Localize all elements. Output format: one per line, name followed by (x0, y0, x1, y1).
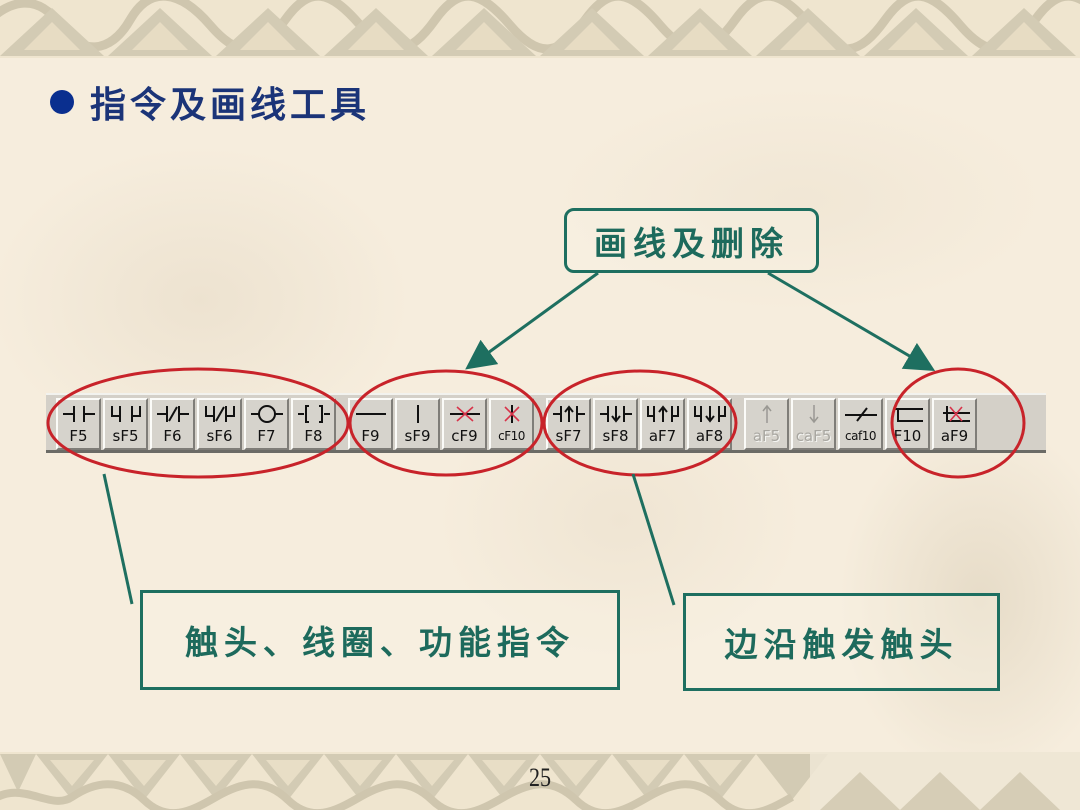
button-cf10-delete-vertical-line[interactable]: cF10 (489, 398, 534, 450)
rising-edge-contact-icon (549, 402, 589, 426)
horizontal-line-icon (351, 402, 391, 426)
parallel-normally-open-contact-icon (106, 402, 146, 426)
invert-operation-icon (841, 402, 881, 426)
delete-drawn-line-icon (935, 402, 975, 426)
button-cf9-delete-horizontal-line[interactable]: cF9 (442, 398, 487, 450)
button-caf5-falling-pulse[interactable]: caF5 (791, 398, 836, 450)
slide-title: 指令及画线工具 (90, 84, 371, 126)
normally-open-contact-icon (59, 402, 99, 426)
parallel-rising-edge-contact-icon (643, 402, 683, 426)
button-f9-horizontal-line[interactable]: F9 (348, 398, 393, 450)
button-sf9-vertical-line[interactable]: sF9 (395, 398, 440, 450)
button-f10-draw-line[interactable]: F10 (885, 398, 930, 450)
button-af7-parallel-rising-edge[interactable]: aF7 (640, 398, 685, 450)
page-number: 25 (528, 763, 552, 792)
parallel-normally-closed-contact-icon (200, 402, 240, 426)
button-f7-coil[interactable]: F7 (244, 398, 289, 450)
button-sf8-falling-edge-contact[interactable]: sF8 (593, 398, 638, 450)
parallel-falling-edge-contact-icon (690, 402, 730, 426)
callout-contacts-coils-functions: 触头、线圈、功能指令 (140, 590, 620, 690)
draw-line-icon (888, 402, 928, 426)
top-decorative-border (0, 0, 1080, 58)
coil-icon (247, 402, 287, 426)
button-caf10-invert[interactable]: caf10 (838, 398, 883, 450)
normally-closed-contact-icon (153, 402, 193, 426)
button-af9-delete-drawn-line[interactable]: aF9 (932, 398, 977, 450)
button-f6-normally-closed-contact[interactable]: F6 (150, 398, 195, 450)
slide-title-row: 指令及画线工具 (50, 80, 370, 126)
button-sf6-parallel-normally-closed[interactable]: sF6 (197, 398, 242, 450)
button-sf5-parallel-normally-open[interactable]: sF5 (103, 398, 148, 450)
up-arrow-icon (747, 402, 787, 426)
delete-horizontal-line-icon (445, 402, 485, 426)
down-arrow-icon (794, 402, 834, 426)
callout-draw-delete: 画线及删除 (564, 208, 819, 273)
bottom-decorative-border (0, 752, 1080, 810)
callout-edge-trigger-contacts: 边沿触发触头 (683, 593, 1000, 691)
vertical-line-icon (398, 402, 438, 426)
ladder-instruction-toolbar: F5 sF5 F6 sF6 F7 (46, 393, 1046, 453)
bullet-icon (50, 90, 74, 114)
button-af5-rising-pulse[interactable]: aF5 (744, 398, 789, 450)
function-instruction-icon (294, 402, 334, 426)
button-sf7-rising-edge-contact[interactable]: sF7 (546, 398, 591, 450)
button-af8-parallel-falling-edge[interactable]: aF8 (687, 398, 732, 450)
falling-edge-contact-icon (596, 402, 636, 426)
button-f5-normally-open-contact[interactable]: F5 (56, 398, 101, 450)
button-f8-function-instruction[interactable]: F8 (291, 398, 336, 450)
delete-vertical-line-icon (492, 402, 532, 426)
